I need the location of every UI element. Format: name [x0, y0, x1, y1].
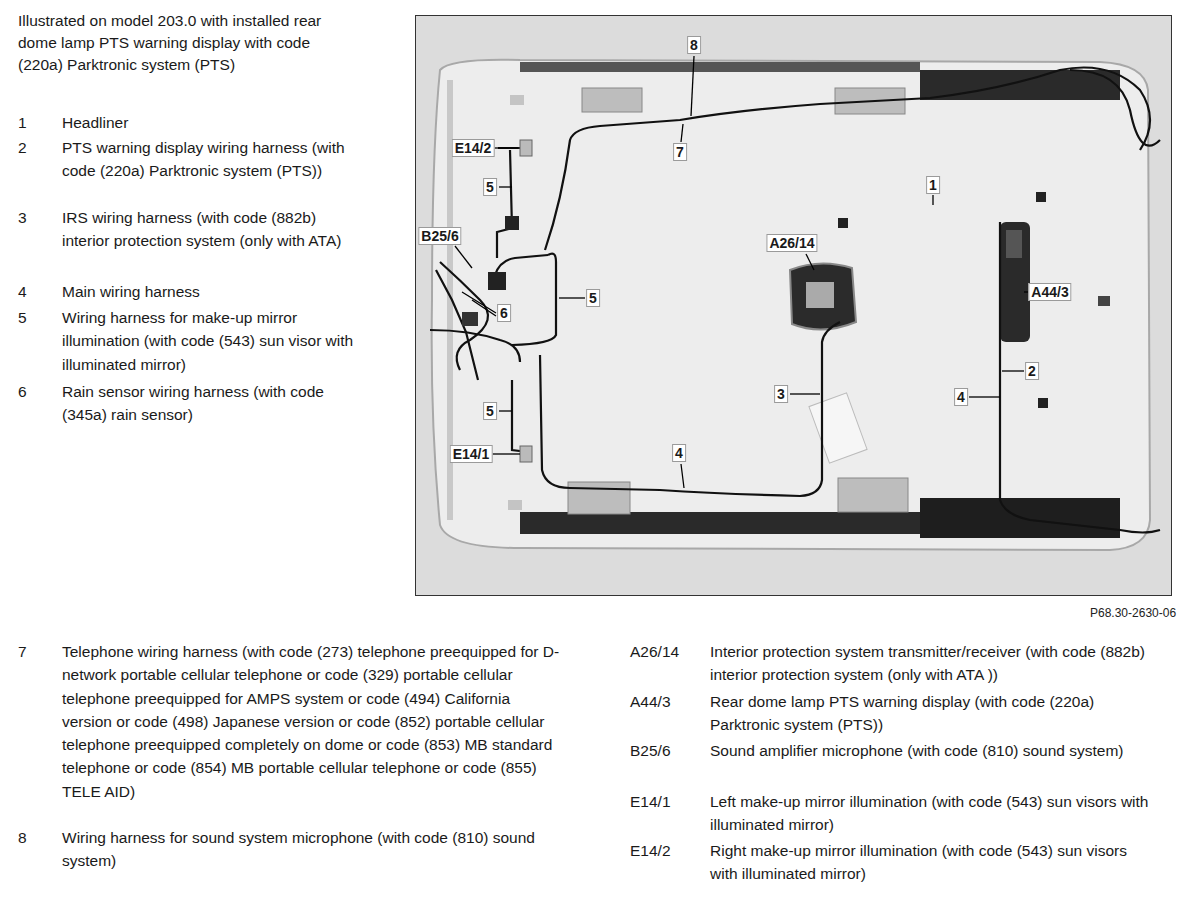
callout-number: B25/6 — [630, 739, 671, 762]
callout-number: 5 — [18, 306, 27, 329]
callout-label: 2 — [1025, 362, 1039, 380]
callout-label: 5 — [483, 402, 497, 420]
part-description: Telephone wiring harness (with code (273… — [62, 640, 562, 803]
callout-number: 4 — [18, 280, 27, 303]
part-description: Sound amplifier microphone (with code (8… — [710, 739, 1158, 762]
callout-label: 4 — [672, 444, 686, 462]
part-description: IRS wiring harness (with code (882b) int… — [62, 206, 362, 253]
part-description: Interior protection system transmitter/r… — [710, 640, 1158, 687]
part-description: Wiring harness for sound system micropho… — [62, 826, 552, 873]
callout-number: 1 — [18, 111, 27, 134]
figure-code: P68.30-2630-06 — [1090, 606, 1176, 620]
callout-label: B25/6 — [418, 227, 461, 245]
callout-label: E14/2 — [452, 139, 495, 157]
callout-label: E14/1 — [450, 445, 493, 463]
callout-number: 6 — [18, 380, 27, 403]
title: Illustrated on model 203.0 with installe… — [18, 10, 348, 76]
callout-number: A44/3 — [630, 690, 671, 713]
callout-label: 6 — [497, 304, 511, 322]
part-description: Rain sensor wiring harness (with code (3… — [62, 380, 362, 427]
part-description: Main wiring harness — [62, 280, 362, 303]
callout-label: 8 — [687, 36, 701, 54]
part-description: Headliner — [62, 111, 362, 134]
part-description: Wiring harness for make-up mirror illumi… — [62, 306, 362, 376]
callout-label: 3 — [774, 385, 788, 403]
callout-number: E14/1 — [630, 790, 671, 813]
callout-label: 5 — [586, 289, 600, 307]
callout-label: A44/3 — [1028, 283, 1071, 301]
part-description: Right make-up mirror illumination (with … — [710, 839, 1158, 886]
callout-number: 7 — [18, 640, 27, 663]
callout-label: 5 — [483, 178, 497, 196]
callout-label: 7 — [673, 143, 687, 161]
part-description: PTS warning display wiring harness (with… — [62, 136, 362, 183]
callout-number: 3 — [18, 206, 27, 229]
callout-number: 2 — [18, 136, 27, 159]
callout-number: 8 — [18, 826, 27, 849]
part-description: Rear dome lamp PTS warning display (with… — [710, 690, 1158, 737]
callout-label: A26/14 — [766, 234, 817, 252]
callout-label: 4 — [954, 388, 968, 406]
callout-number: A26/14 — [630, 640, 679, 663]
part-description: Left make-up mirror illumination (with c… — [710, 790, 1158, 837]
callout-number: E14/2 — [630, 839, 671, 862]
callout-label: 1 — [926, 176, 940, 194]
